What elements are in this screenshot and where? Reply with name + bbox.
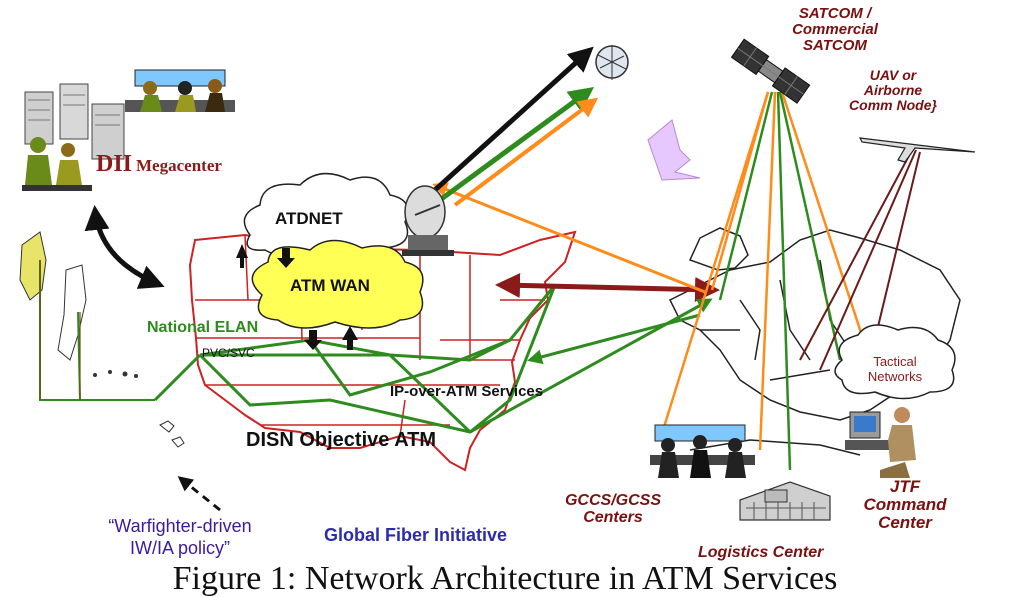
dish-europe-orange-link <box>432 182 706 294</box>
satellite-icon <box>595 45 629 80</box>
satcom-line-1: SATCOM / <box>798 5 872 22</box>
tactical-networks-cloud <box>834 324 956 400</box>
gccs-gcss-label: GCCS/GCSS Centers <box>548 492 678 526</box>
warfighter-line-1: “Warfighter-driven <box>108 516 252 536</box>
pvc-svc-label: PVC/SVC <box>202 346 255 360</box>
atm-wan-cloud <box>251 239 424 329</box>
satcom-line-2: Commercial <box>792 21 878 38</box>
jtf-line-1: JTF <box>889 477 921 496</box>
soldier-terminal-icon <box>845 407 916 478</box>
atm-wan-label: ATM WAN <box>290 276 370 295</box>
jtf-command-center-label: JTF Command Center <box>845 478 965 532</box>
dii-label: DII <box>96 151 133 177</box>
uav-line-1: UAV or <box>869 67 917 83</box>
satcom-line-3: SATCOM <box>803 37 867 54</box>
tactical-networks-label: Tactical Networks <box>855 354 935 384</box>
uav-label: UAV or Airborne Comm Node} <box>838 68 948 113</box>
satcom-label: SATCOM / Commercial SATCOM <box>765 6 905 54</box>
uav-line-2: Airborne <box>863 82 923 98</box>
uplink-black-arrow <box>433 46 594 192</box>
atdnet-label: ATDNET <box>275 209 343 228</box>
gccs-line-1: GCCS/GCSS <box>564 492 661 509</box>
warfighter-dashed-arrow <box>177 476 221 512</box>
operator-workstation-icon <box>650 424 755 478</box>
satellite-icon <box>730 38 811 104</box>
jtf-line-3: Center <box>878 513 932 532</box>
transatlantic-dark-red-arrow <box>495 272 720 303</box>
europe-green-link-2 <box>527 313 701 365</box>
europe-green-link-1 <box>469 298 713 434</box>
disn-objective-atm-label: DISN Objective ATM <box>246 429 437 451</box>
satcom-downlinks <box>658 91 872 471</box>
megacenter-label: Megacenter <box>136 156 222 175</box>
uplink-orange-arrow <box>453 97 599 207</box>
operator-workstation-icon <box>125 69 235 112</box>
gccs-line-2: Centers <box>583 509 643 526</box>
dii-double-arrow <box>84 205 165 289</box>
uplink-green-arrow <box>438 87 595 203</box>
global-fiber-label: Global Fiber Initiative <box>324 525 508 545</box>
national-green-links <box>153 284 557 434</box>
aircraft-icon <box>858 137 976 163</box>
ip-over-atm-label: IP-over-ATM Services <box>390 383 544 400</box>
warfighter-label: “Warfighter-driven IW/IA policy” <box>80 515 280 559</box>
national-elan-label: National ELAN <box>147 319 259 336</box>
cloud-arrows <box>236 244 358 350</box>
dii-megacenter-label: DII Megacenter <box>96 152 222 176</box>
operator-workstation-icon <box>22 137 92 191</box>
figure-caption: Figure 1: Network Architecture in ATM Se… <box>172 560 838 597</box>
building-icon <box>739 481 831 521</box>
logistics-center-label: Logistics Center <box>698 544 824 561</box>
tactical-line-1: Tactical <box>873 354 917 369</box>
pointer-arrow <box>647 119 701 181</box>
jtf-line-2: Command <box>863 495 947 514</box>
tactical-line-2: Networks <box>867 369 923 384</box>
server-rack-icon <box>24 83 125 160</box>
uav-line-3: Comm Node} <box>849 97 937 113</box>
warfighter-line-2: IW/IA policy” <box>129 538 231 558</box>
satellite-dish-icon <box>402 185 454 256</box>
inset-map <box>19 231 185 448</box>
